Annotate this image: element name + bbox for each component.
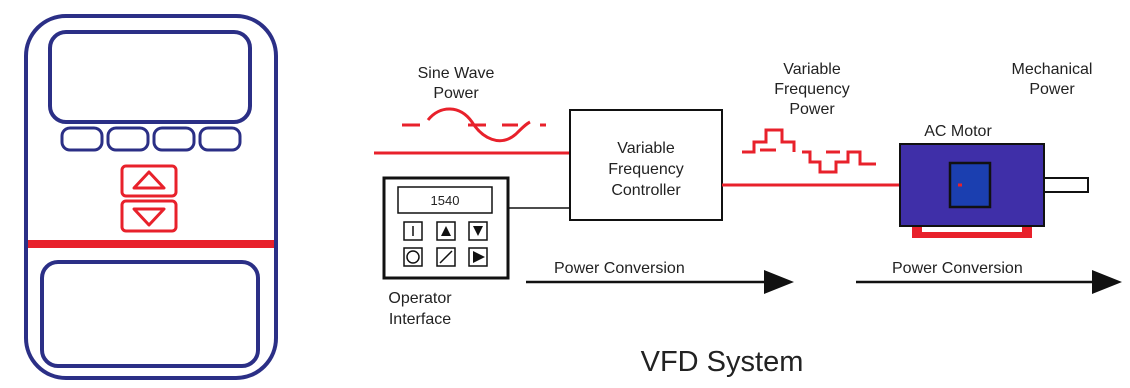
vfc-box: Variable Frequency Controller <box>569 109 723 221</box>
operator-display-value: 1540 <box>431 193 460 208</box>
vfc-label-1: Variable <box>617 140 675 157</box>
diagram-title: VFD System <box>641 346 804 378</box>
vf-power-label-2: Frequency <box>774 81 850 98</box>
device-key-2[interactable] <box>106 126 150 152</box>
power-conversion-arrow-1: Power Conversion <box>526 260 794 294</box>
ac-motor <box>899 143 1089 238</box>
mechanical-power-label-1: Mechanical <box>1012 61 1093 78</box>
operator-display <box>397 186 493 214</box>
operator-interface: 1540 <box>382 176 510 280</box>
sine-wave-power-label-2: Power <box>433 85 479 102</box>
vfd-drive-device <box>24 14 278 380</box>
stepped-wave-icon <box>742 128 876 174</box>
power-conversion-arrow-2: Power Conversion <box>856 260 1122 294</box>
operator-interface-label-2: Interface <box>389 311 451 328</box>
power-conversion-label-1: Power Conversion <box>554 260 685 277</box>
keypad-stop-button[interactable] <box>403 247 423 267</box>
keypad-slash-button[interactable] <box>436 247 456 267</box>
play-icon <box>473 251 485 263</box>
device-key-3[interactable] <box>152 126 196 152</box>
operator-interface-label-1: Operator <box>388 290 452 307</box>
device-red-stripe <box>28 240 274 248</box>
vf-power-label-3: Power <box>789 101 835 118</box>
keypad-down-button[interactable] <box>468 221 488 241</box>
up-arrow-icon <box>132 170 166 190</box>
slash-icon <box>439 250 453 264</box>
vfc-label-3: Controller <box>611 182 681 199</box>
down-arrow-icon <box>132 207 166 227</box>
mechanical-power-label-2: Power <box>1029 81 1075 98</box>
device-up-button[interactable] <box>120 164 178 198</box>
device-bottom-screen <box>40 260 260 368</box>
motor-foot-right <box>1022 222 1032 238</box>
motor-foot-left <box>912 222 922 238</box>
device-key-1[interactable] <box>60 126 104 152</box>
device-key-4[interactable] <box>198 126 242 152</box>
motor-rotor <box>948 161 992 209</box>
arrowhead-icon <box>1092 270 1122 294</box>
keypad-up-button[interactable] <box>436 221 456 241</box>
down-arrow-icon <box>473 226 483 236</box>
up-arrow-icon <box>441 226 451 236</box>
vfc-label-2: Frequency <box>608 161 684 178</box>
motor-base <box>912 232 1032 238</box>
ac-motor-label: AC Motor <box>924 123 992 140</box>
power-conversion-label-2: Power Conversion <box>892 260 1023 277</box>
sine-wave-icon <box>402 107 546 143</box>
device-down-button[interactable] <box>120 199 178 233</box>
keypad-start-button[interactable] <box>403 221 423 241</box>
vf-power-label-1: Variable <box>783 61 841 78</box>
motor-shaft <box>1043 177 1089 193</box>
device-top-screen <box>48 30 252 124</box>
stop-icon <box>406 250 420 264</box>
arrowhead-icon <box>764 270 794 294</box>
sine-wave-power-label-1: Sine Wave <box>418 65 495 82</box>
device-button-row <box>60 126 242 152</box>
keypad-play-button[interactable] <box>468 247 488 267</box>
